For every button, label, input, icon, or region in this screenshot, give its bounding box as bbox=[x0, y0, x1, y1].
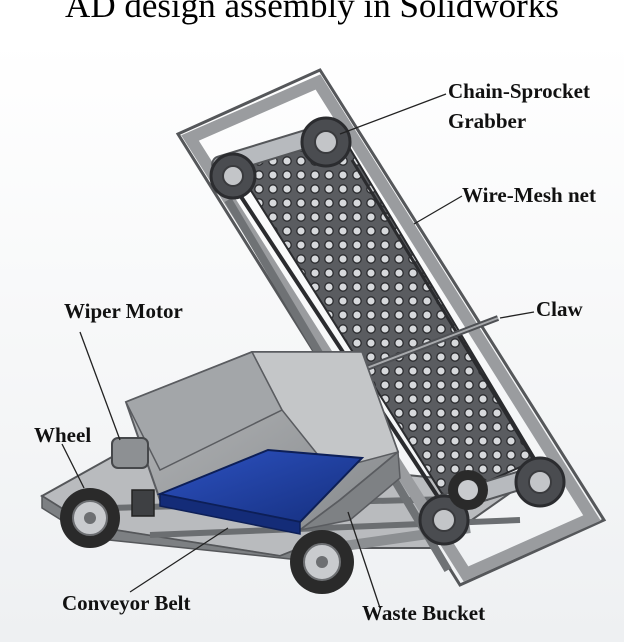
wheel-rear-left bbox=[448, 470, 488, 510]
chain-sprocket-top bbox=[209, 116, 352, 200]
label-claw: Claw bbox=[536, 297, 583, 321]
label-conveyor-belt: Conveyor Belt bbox=[62, 591, 191, 615]
conveyor-belt bbox=[156, 448, 365, 535]
label-chain-sprocket: Chain-Sprocket bbox=[448, 79, 590, 103]
wheel-front-left bbox=[60, 488, 120, 548]
wheel-front-right bbox=[290, 530, 354, 594]
label-waste-bucket: Waste Bucket bbox=[362, 601, 486, 625]
figure-heading: AD design assembly in Solidworks bbox=[65, 0, 559, 25]
wiper-motor bbox=[111, 437, 155, 517]
leader-lines bbox=[61, 93, 535, 609]
label-wheel: Wheel bbox=[34, 423, 92, 447]
label-wiper-motor: Wiper Motor bbox=[64, 299, 183, 323]
label-grabber: Grabber bbox=[448, 109, 527, 133]
label-wire-mesh-net: Wire-Mesh net bbox=[462, 183, 596, 207]
